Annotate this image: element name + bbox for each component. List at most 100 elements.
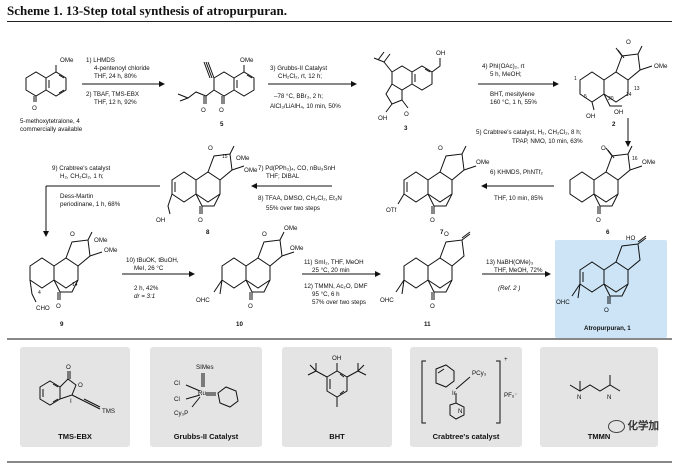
reagent-label-bht: BHT [329,432,345,441]
label-compound-11: 11 [424,321,431,328]
step-7-a: 7) Pd(PPh₃)₄, CO, nBu₃SnH [258,165,335,172]
bht-structure: OH [307,355,367,407]
atom-ohc-11: OHC [380,297,394,304]
label-atropurpuran: Atropurpuran, 1 [584,325,631,332]
atom-o-4: O [32,105,37,112]
locant-6-16: 16 [632,156,638,162]
atom-o-9b: O [56,303,61,310]
step-9-a: 9) Crabtree's catalyst [52,165,111,172]
reagent-label-grubbs: Grubbs-II Catalyst [173,432,239,441]
label-compound-9: 9 [60,321,64,328]
atom-ho-1: HO [626,235,635,242]
atom-o-6b: O [596,217,601,224]
atom-o-8b: O [198,217,203,224]
step-4-b: 5 h, MeOH; [490,71,522,78]
tms-ebx-atom-tms: TMS [102,408,115,415]
step-12-b: 95 °C, 6 h [312,291,340,298]
step-3-c: –78 °C, BBr₃, 2 h; [274,93,323,100]
crabtree-atom-ir: Ir [452,390,456,397]
atom-oh-2a: OH [586,113,595,120]
atom-oh-3b: OH [378,115,387,122]
atom-ome-10b: OMe [290,245,304,252]
reagent-box-crabtree: PCy₃ Ir N + PF₆⁻ Crabtree's catalyst [410,347,522,447]
step-9-b: H₂, CH₂Cl₂, 1 h; [60,173,104,180]
wechat-logo-icon [607,419,625,433]
locant-2-13: 13 [634,86,640,92]
atom-o-10b: O [248,303,253,310]
atom-o-7a: O [438,145,443,152]
label-compound-10: 10 [236,321,243,328]
atom-o-1: O [604,307,609,314]
reagent-label-tmmn: TMMN [587,432,611,441]
caption-4-line1: 5-methoxytetralone, 4 [20,118,80,125]
locant-2-14: 14 [626,92,632,98]
structure-4 [25,65,67,102]
step-12-c: 57% over two steps [312,299,366,306]
atom-ome-4: OMe [60,57,74,64]
step-3-b: CH₂Cl₂, rt, 12 h; [278,73,322,80]
step-1-b: 4-pentenoyl chloride [94,65,150,72]
crabtree-counterion: PF₆⁻ [504,392,518,399]
step-13-c: (Ref. 2 ) [498,285,520,292]
atom-o-7b: O [430,217,435,224]
step-1-c: THF, 24 h, 80% [94,73,137,80]
step-13-a: 13) NaBH(OMe)₃ [486,259,534,266]
atom-o-3: O [404,111,409,118]
structure-6 [569,145,643,214]
tms-ebx-atom-i: I [70,398,72,405]
atom-o-9a: O [70,231,75,238]
atom-ohc-1: OHC [556,299,570,306]
tms-ebx-atom-o2: O [78,382,83,389]
atom-ome-9: OMe [94,237,108,244]
title-rule [7,21,672,22]
watermark: 化学加 [607,418,659,433]
scheme-title: Scheme 1. 13-Step total synthesis of atr… [7,3,287,18]
structure-5 [177,61,255,104]
atom-ome-2: OMe [654,63,668,70]
atom-cho-9: CHO [36,305,50,312]
tmmn-structure: N N [569,375,621,401]
structure-7 [397,145,477,214]
crabtree-structure: PCy₃ Ir N + PF₆⁻ [421,356,518,424]
label-compound-5: 5 [220,121,224,128]
step-13-b: THF, MeOH, 72% [494,267,543,274]
atom-o-5a: O [201,107,206,114]
step-11-a: 11) SmI₂, THF, MeOH [304,259,364,266]
structure-11 [395,231,471,300]
step-6-a: 6) KHMDS, PhNTf₂ [490,169,544,176]
structure-3 [373,51,441,113]
structure-atropurpuran [571,235,647,304]
crabtree-atom-pcy3: PCy₃ [472,370,487,377]
grubbs-atom-pcy3: Cy₃P [174,410,188,417]
atom-oh-2b: OH [614,109,623,116]
tmmn-atom-n2: N [607,394,611,401]
label-compound-3: 3 [404,125,408,132]
atom-o-2: O [626,39,631,46]
atom-o-5b: O [219,107,224,114]
structure-8 [167,145,245,215]
label-compound-6: 6 [606,229,610,236]
label-compound-7: 7 [440,229,444,236]
step-4-c: BHT, mesitylene [490,91,535,98]
grubbs-atom-cl2: Cl [174,396,180,403]
tms-ebx-atom-o1: O [66,364,71,371]
step-9-d: periodinane, 1 h, 68% [60,201,121,208]
step-8-b: 55% over two steps [266,205,320,212]
grubbs-atom-simes: SIMes [196,364,214,371]
atom-oh-8: OH [156,217,165,224]
locant-2-20: 20 [608,96,614,102]
crabtree-atom-n: N [458,408,462,415]
reagent-box-tmmn: N N TMMN [540,347,658,447]
atom-o-10a: O [262,231,267,238]
step-4-a: 4) PhI(OAc)₂, rt [482,63,525,70]
atom-oh-3a: OH [436,50,445,57]
locant-2-5: 5 [584,94,587,100]
step-10-c: 2 h, 42% [134,285,159,292]
atom-ome-8: OMe [236,155,250,162]
reagent-box-tms-ebx: O O I TMS TMS-EBX [20,347,130,447]
step-1-a: 1) LHMDS [86,57,115,64]
atom-ohc-10: OHC [196,297,210,304]
atom-o-11a: O [444,231,449,238]
atom-ome-5: OMe [240,57,254,64]
